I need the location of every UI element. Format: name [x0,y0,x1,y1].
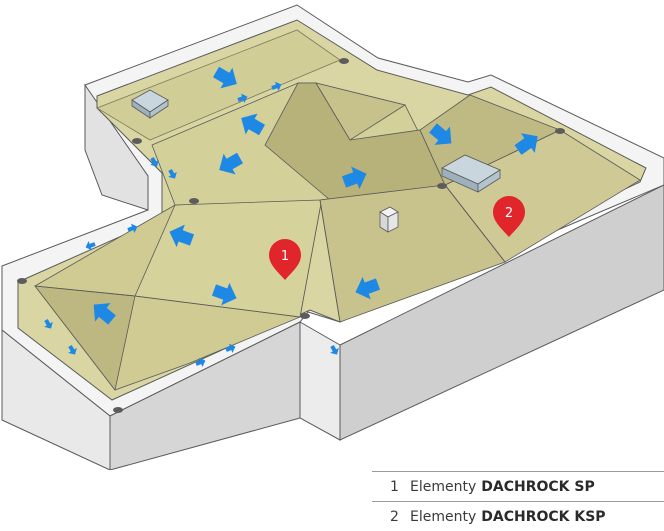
gutter-arrows [44,81,339,367]
marker-2: 2 [493,196,525,237]
location-pin-icon [269,239,301,280]
arrow-icon [85,241,96,251]
drain-icon [189,198,199,204]
drain-icon [113,407,123,413]
arrow-icon [168,169,177,179]
wall-side-left-front [1,328,111,470]
arrow-icon [355,276,381,300]
central-hip-top [315,82,407,141]
legend-name: DACHROCK SP [481,478,595,495]
drains [17,58,565,413]
wall-side-step [299,321,341,441]
flow-arrows [93,66,538,325]
arrow-icon [127,223,138,233]
hip-ridge-line [34,285,301,318]
legend-word: Elementy [410,508,477,525]
arrow-icon [225,343,236,353]
marker-1: 1 [269,239,301,280]
skylight-icon [441,154,501,193]
ridge-line-right [444,184,506,263]
arrow-icon [150,157,159,167]
drain-icon [17,278,27,284]
arrow-icon [241,113,265,136]
arrow-icon [44,319,53,329]
arrow-icon [169,224,195,248]
drain-icon [555,128,565,134]
roof-diagram: 1 2 [1,4,664,470]
arrow-icon [341,166,367,190]
arrow-icon [195,357,206,367]
wall-side-left-back [84,83,149,211]
marker-label-2: 2 [505,206,513,221]
legend-number: 1 [390,478,399,495]
arrow-icon [514,133,538,155]
drain-icon [339,58,349,64]
legend-number: 2 [390,508,399,525]
skylight-icon [131,89,169,119]
arrow-icon [330,345,339,355]
drain-icon [300,313,310,319]
arrow-icon [429,123,452,145]
marker-label-1: 1 [281,249,289,264]
location-pin-icon [493,196,525,237]
arrow-icon [211,282,237,306]
arrow-icon [93,303,116,325]
legend-item: 1 Elementy DACHROCK SP [372,471,664,501]
ridge-line-center [319,199,341,323]
chimney-icon [379,206,399,233]
legend: 1 Elementy DACHROCK SP 2 Elementy DACHRO… [372,471,664,531]
wall-side-right [339,184,664,441]
drain-icon [132,138,142,144]
arrow-icon [237,93,248,103]
arrow-icon [213,66,237,89]
drain-icon [437,183,447,189]
legend-word: Elementy [410,478,477,495]
legend-item: 2 Elementy DACHROCK KSP [372,501,664,531]
arrow-icon [68,345,77,355]
legend-name: DACHROCK KSP [481,508,606,525]
arrow-icon [271,81,282,91]
arrow-icon [219,152,243,175]
